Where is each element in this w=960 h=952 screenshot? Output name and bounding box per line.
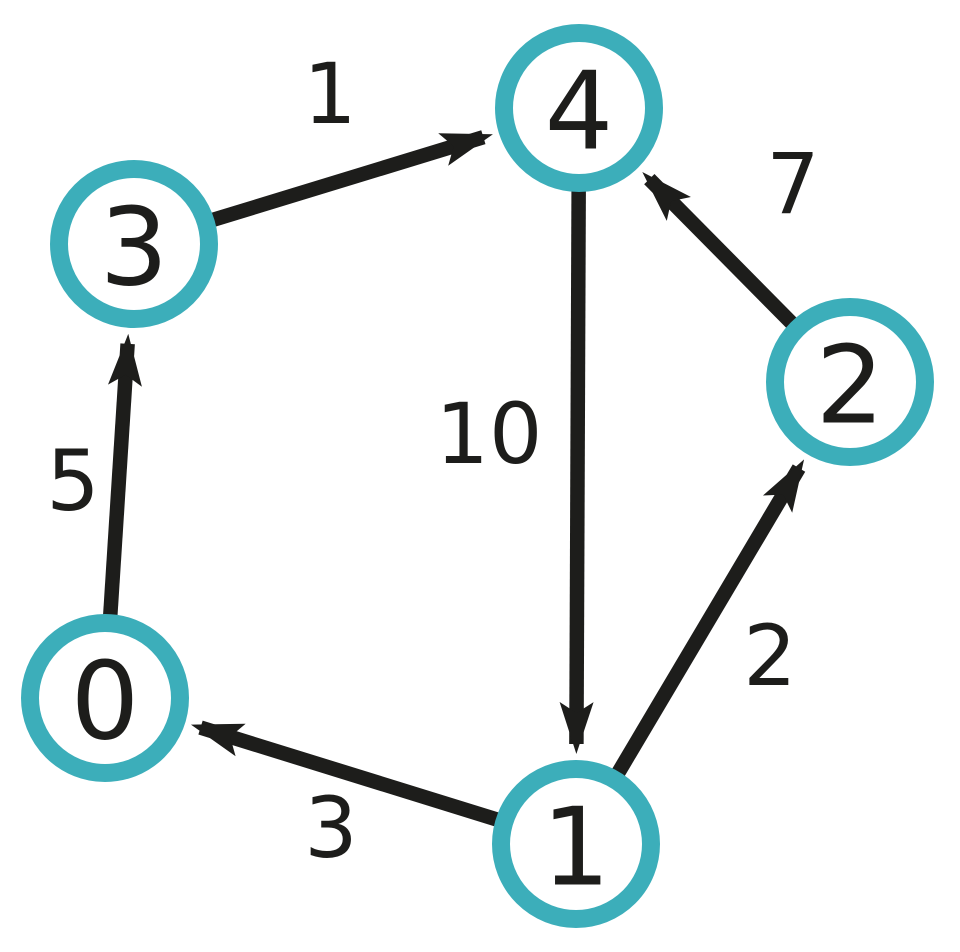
edge-0-3 — [102, 333, 142, 621]
edge-weight-2-4: 7 — [766, 135, 819, 233]
node-label-3: 3 — [100, 186, 169, 311]
edge-weight-0-3: 5 — [46, 432, 99, 530]
edge-3-4 — [206, 130, 493, 229]
edge-weight-4-1: 10 — [436, 385, 543, 483]
edge-weight-1-0: 3 — [304, 779, 357, 877]
edge-1-2 — [609, 459, 806, 781]
edge-weight-3-4: 1 — [303, 45, 356, 143]
node-label-1: 1 — [542, 786, 611, 911]
node-label-2: 2 — [816, 324, 885, 449]
edge-4-1 — [559, 185, 594, 755]
edge-2-4 — [642, 171, 801, 332]
edge-weight-1-2: 2 — [743, 607, 796, 705]
edge-1-0 — [190, 720, 504, 828]
node-3: 3 — [50, 160, 218, 328]
node-label-0: 0 — [71, 640, 140, 765]
node-label-4: 4 — [545, 50, 614, 175]
node-1: 1 — [492, 760, 660, 928]
node-2: 2 — [766, 298, 934, 466]
node-0: 0 — [21, 614, 189, 782]
node-4: 4 — [495, 24, 663, 192]
